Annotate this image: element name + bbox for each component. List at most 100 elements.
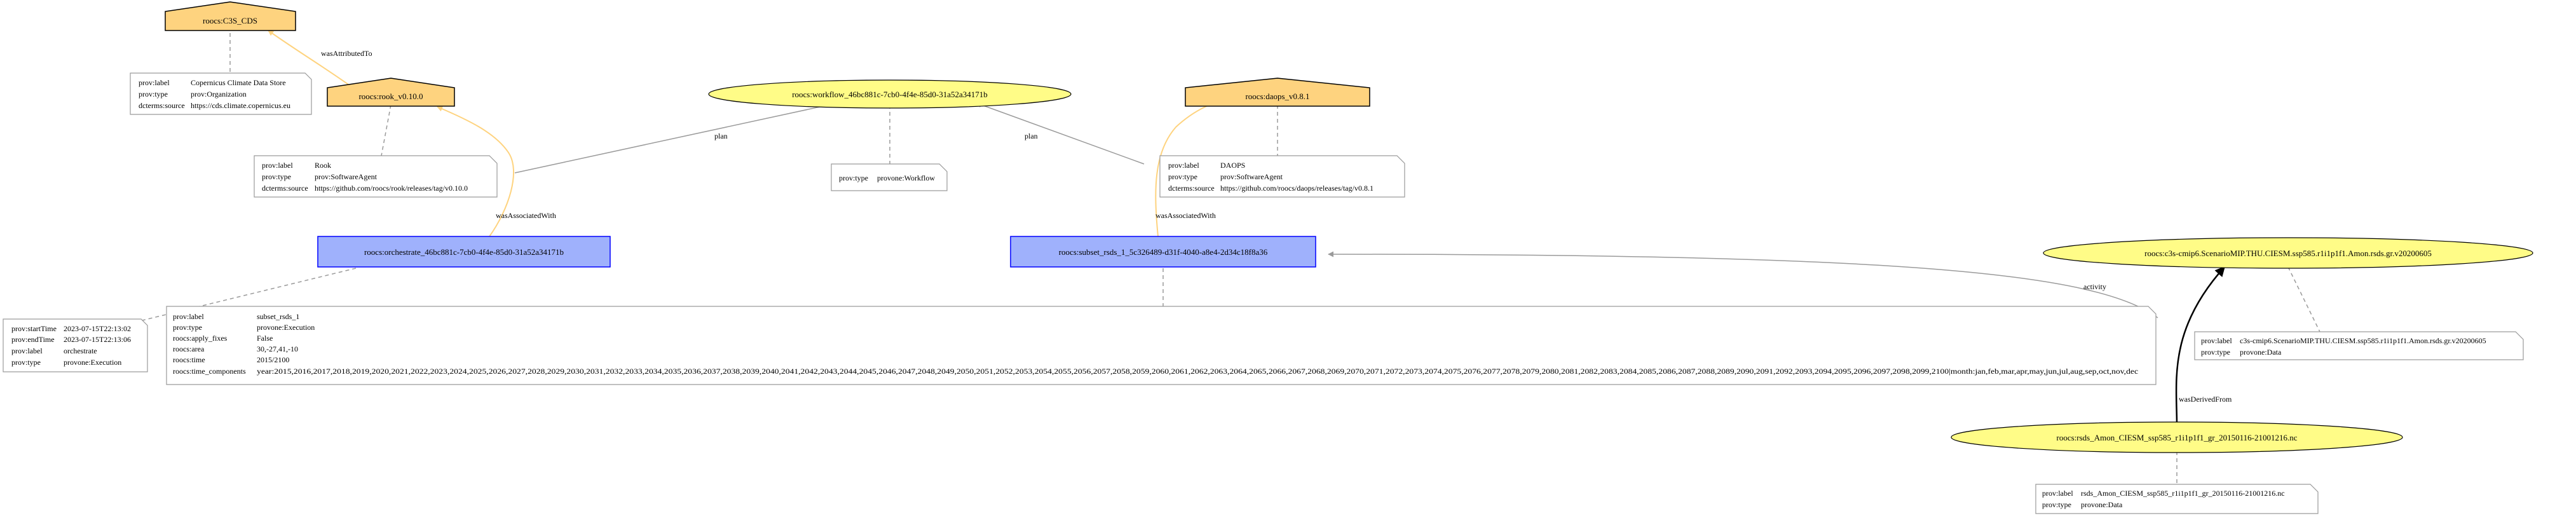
node-label: roocs:workflow_46bc881c-7cb0-4f4e-85d0-3… [792, 90, 988, 99]
activity-shape [317, 236, 611, 268]
note-key: prov:label [139, 78, 170, 87]
note-value: subset_rsds_1 [257, 312, 299, 321]
node-label: roocs:orchestrate_46bc881c-7cb0-4f4e-85d… [364, 247, 564, 257]
agent-node-rook[interactable]: roocs:rook_v0.10.0 [327, 78, 455, 107]
agent-node-daops[interactable]: roocs:daops_v0.8.1 [1185, 78, 1370, 107]
entity-node-rsds-nc[interactable]: roocs:rsds_Amon_CIESM_ssp585_r1i1p1f1_gr… [1951, 421, 2403, 453]
note-value: https://cds.climate.copernicus.eu [191, 101, 290, 110]
edge-label-was-derived-from: wasDerivedFrom [2179, 395, 2232, 404]
note-value: 30,-27,41,-10 [257, 344, 298, 353]
edge-was-derived-from [2175, 266, 2226, 426]
edge-label-assoc-rook: wasAssociatedWith [496, 211, 556, 220]
note-key: prov:label [173, 312, 204, 321]
entity-shape [1951, 421, 2403, 453]
node-label: roocs:rsds_Amon_CIESM_ssp585_r1i1p1f1_gr… [2056, 433, 2297, 442]
note-value: Copernicus Climate Data Store [191, 78, 286, 87]
note-key: prov:label [11, 346, 43, 355]
agent-shape [165, 1, 296, 31]
edge-label-assoc-daops: wasAssociatedWith [1155, 211, 1216, 220]
note-key: roocs:time_components [173, 367, 246, 376]
edges: wasAttributedTo wasAssociatedWith plan p… [268, 30, 2232, 426]
connector-rook [381, 104, 392, 156]
note-value: DAOPS [1220, 161, 1245, 170]
note-box [130, 72, 312, 115]
note-value: provone:Data [2240, 348, 2282, 357]
note-key: roocs:time [173, 355, 205, 364]
note-key: prov:type [262, 172, 291, 181]
edge-activity [1328, 251, 2158, 318]
note-value: provone:Data [2081, 500, 2123, 509]
entity-node-cmip6[interactable]: roocs:c3s-cmip6.ScenarioMIP.THU.CIESM.ss… [2043, 237, 2533, 269]
note-box [254, 155, 498, 198]
node-label: roocs:rook_v0.10.0 [358, 92, 423, 101]
note-value: prov:Organization [191, 90, 247, 99]
note-value: c3s-cmip6.ScenarioMIP.THU.CIESM.ssp585.r… [2240, 336, 2486, 345]
note-key: prov:type [139, 90, 168, 99]
entity-node-workflow[interactable]: roocs:workflow_46bc881c-7cb0-4f4e-85d0-3… [708, 79, 1072, 109]
node-label: roocs:c3s-cmip6.ScenarioMIP.THU.CIESM.ss… [2144, 249, 2432, 258]
note-box [3, 318, 148, 372]
note-value: 2023-07-15T22:13:06 [64, 335, 131, 344]
activity-node-orchestrate[interactable]: roocs:orchestrate_46bc881c-7cb0-4f4e-85d… [317, 236, 611, 268]
note-value: https://github.com/roocs/rook/releases/t… [315, 184, 468, 193]
note-value: prov:SoftwareAgent [1220, 172, 1283, 181]
note-value: rsds_Amon_CIESM_ssp585_r1i1p1f1_gr_20150… [2081, 489, 2285, 498]
agent-node-c3s-cds[interactable]: roocs:C3S_CDS [165, 1, 296, 31]
note-box [831, 163, 948, 191]
note-key: roocs:apply_fixes [173, 334, 228, 343]
edge-was-attributed-to [268, 30, 353, 88]
note-key: prov:label [262, 161, 293, 170]
note-subset: prov:label subset_rsds_1 prov:type provo… [166, 306, 2157, 385]
note-value: year:2015,2016,2017,2018,2019,2020,2021,… [257, 367, 2138, 376]
edge-label-plan-left: plan [714, 132, 728, 140]
note-value: provone:Execution [257, 323, 315, 332]
note-value: provone:Workflow [877, 174, 935, 182]
note-key: dcterms:source [262, 184, 308, 193]
note-orchestrate: prov:startTime 2023-07-15T22:13:02 prov:… [3, 318, 148, 372]
entity-shape [2043, 237, 2533, 269]
entity-shape [708, 79, 1072, 109]
edge-label-plan-right: plan [1025, 132, 1038, 140]
note-cmip6: prov:label c3s-cmip6.ScenarioMIP.THU.CIE… [2194, 331, 2524, 360]
note-box [166, 306, 2157, 385]
note-value: False [257, 334, 273, 343]
agent-shape [327, 78, 455, 107]
note-key: prov:type [1168, 172, 1197, 181]
activity-node-subset[interactable]: roocs:subset_rsds_1_5c326489-d31f-4040-a… [1010, 236, 1316, 268]
edge-label-was-attributed-to: wasAttributedTo [321, 49, 372, 58]
activity-shape [1010, 236, 1316, 268]
node-label: roocs:C3S_CDS [203, 16, 257, 25]
note-box [2035, 484, 2319, 514]
note-workflow: prov:type provone:Workflow [831, 163, 948, 191]
note-value: https://github.com/roocs/daops/releases/… [1220, 184, 1373, 193]
note-key: prov:type [173, 323, 202, 332]
note-key: prov:type [2042, 500, 2071, 509]
note-value: orchestrate [64, 346, 97, 355]
note-key: prov:label [1168, 161, 1199, 170]
note-value: provone:Execution [64, 358, 121, 367]
note-rsds-nc: prov:label rsds_Amon_CIESM_ssp585_r1i1p1… [2035, 484, 2319, 514]
node-label: roocs:daops_v0.8.1 [1245, 92, 1309, 101]
note-rook: prov:label Rook prov:type prov:SoftwareA… [254, 155, 498, 198]
note-key: prov:label [2042, 489, 2073, 498]
note-c3s-cds: prov:label Copernicus Climate Data Store… [130, 72, 312, 115]
note-key: dcterms:source [1168, 184, 1215, 193]
note-key: prov:endTime [11, 335, 55, 344]
edge-orchestrate-associated-rook [437, 106, 514, 237]
note-key: dcterms:source [139, 101, 185, 110]
note-box [1159, 155, 1405, 198]
note-value: 2023-07-15T22:13:02 [64, 324, 131, 333]
note-key: prov:label [2201, 336, 2232, 345]
note-entry: prov:type [839, 174, 868, 182]
node-label: roocs:subset_rsds_1_5c326489-d31f-4040-a… [1059, 247, 1268, 257]
note-box [2194, 331, 2524, 360]
note-key: roocs:area [173, 344, 205, 353]
note-value: 2015/2100 [257, 355, 289, 364]
agent-shape [1185, 78, 1370, 107]
note-key: prov:type [11, 358, 41, 367]
note-key: prov:startTime [11, 324, 57, 333]
note-key: prov:type [2201, 348, 2230, 357]
note-value: Rook [315, 161, 331, 170]
edge-plan-subset [976, 102, 1145, 165]
